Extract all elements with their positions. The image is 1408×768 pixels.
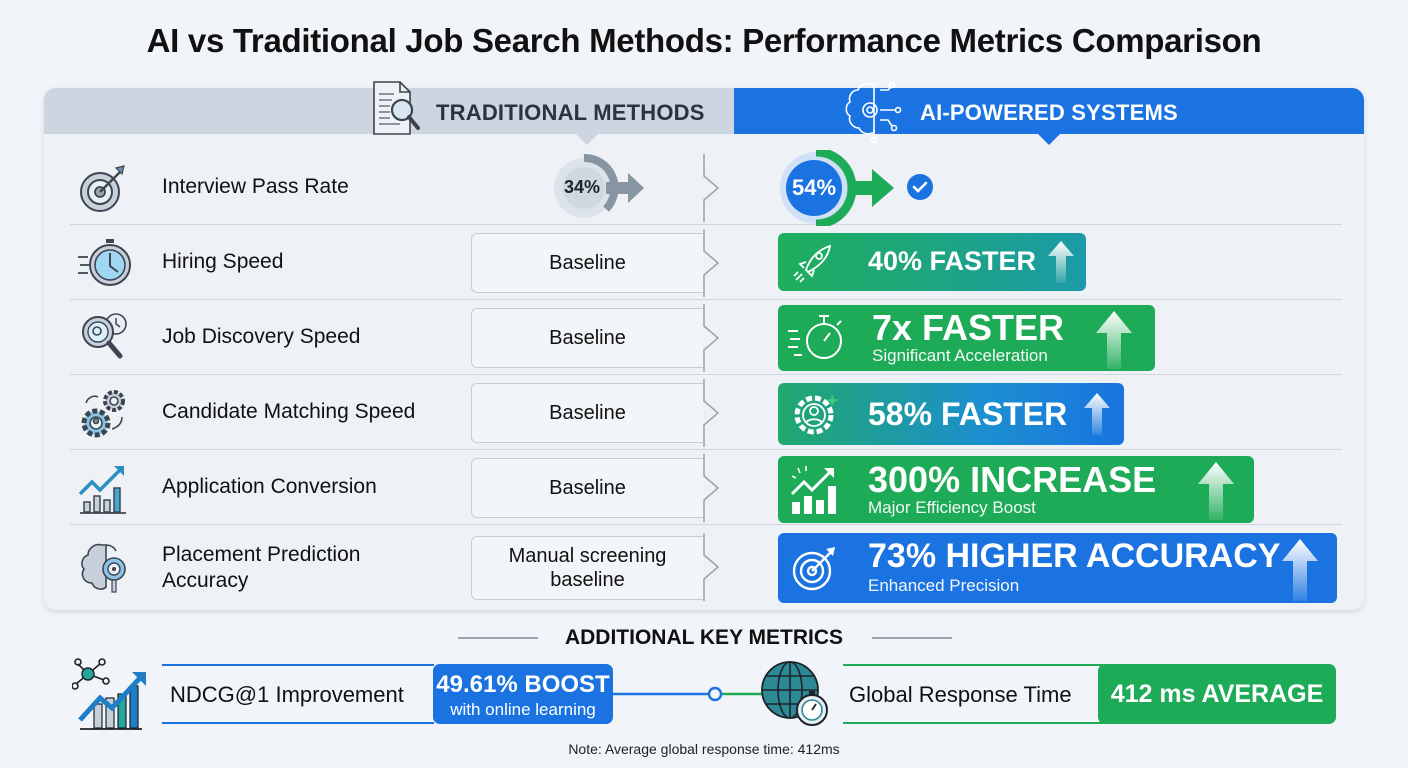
row-label: Candidate Matching Speed bbox=[162, 400, 416, 423]
chevron-divider bbox=[703, 229, 720, 297]
chevron-divider bbox=[703, 379, 720, 447]
ai-result-pill: 73% HIGHER ACCURACY Enhanced Precision bbox=[778, 533, 1337, 603]
rocket-icon bbox=[793, 244, 832, 283]
gears-user-icon bbox=[81, 390, 125, 438]
ai-header: AI-POWERED SYSTEMS bbox=[734, 81, 1364, 145]
ai-result-value: 300% INCREASE bbox=[868, 459, 1157, 500]
ndcg-metric-row: NDCG@1 Improvement bbox=[162, 664, 434, 724]
growth-chart-icon bbox=[78, 466, 126, 514]
gear-user-icon bbox=[794, 394, 839, 435]
stopwatch-icon bbox=[78, 239, 131, 286]
ndcg-sub: with online learning bbox=[450, 700, 596, 719]
row-label: Interview Pass Rate bbox=[162, 175, 349, 198]
traditional-gauge bbox=[554, 154, 644, 218]
traditional-baseline-box: Baseline bbox=[471, 308, 703, 368]
traditional-header-label: TRADITIONAL METHODS bbox=[436, 100, 705, 125]
stopwatch-icon bbox=[788, 315, 842, 359]
ai-result-value: 40% FASTER bbox=[868, 246, 1037, 276]
ai-result-subtitle: Significant Acceleration bbox=[872, 346, 1048, 365]
row-interview-pass-rate: Interview Pass Rate 34% 54% bbox=[70, 150, 1342, 226]
row-label: Job Discovery Speed bbox=[162, 325, 361, 348]
chevron-divider bbox=[703, 533, 720, 601]
comparison-card: TRADITIONAL METHODS AI-POWERED SYSTEMS I… bbox=[44, 81, 1364, 610]
brain-target-icon bbox=[81, 543, 126, 593]
ai-result-value: 73% HIGHER ACCURACY bbox=[868, 537, 1281, 575]
ai-result-value: 7x FASTER bbox=[872, 307, 1065, 348]
ai-result-pill: 300% INCREASE Major Efficiency Boost bbox=[778, 456, 1254, 523]
row-label: Application Conversion bbox=[162, 475, 377, 498]
traditional-header: TRADITIONAL METHODS bbox=[44, 81, 734, 145]
traditional-value: 34% bbox=[564, 177, 601, 197]
globe-stopwatch-icon bbox=[761, 661, 828, 726]
ai-value: 54% bbox=[792, 175, 837, 200]
page-title: AI vs Traditional Job Search Methods: Pe… bbox=[146, 22, 1262, 59]
row-label: Hiring Speed bbox=[162, 250, 284, 273]
document-search-icon bbox=[373, 81, 420, 135]
traditional-baseline-box: Manual screening baseline bbox=[471, 536, 703, 600]
row-label-line2: Accuracy bbox=[162, 569, 249, 592]
traditional-baseline-box: Baseline bbox=[471, 458, 703, 518]
traditional-line2: baseline bbox=[550, 569, 625, 591]
ai-result-subtitle: Enhanced Precision bbox=[868, 576, 1020, 595]
up-arrow-icon bbox=[1198, 462, 1234, 520]
ai-pointer bbox=[1038, 134, 1060, 145]
row-job-discovery-speed: Job Discovery Speed Baseline 7x FASTER S… bbox=[70, 300, 1342, 375]
network-growth-icon bbox=[72, 658, 146, 730]
row-application-conversion: Application Conversion Baseline 300% INC… bbox=[70, 450, 1342, 525]
traditional-baseline-box: Baseline bbox=[471, 383, 703, 443]
additional-metrics-title: ADDITIONAL KEY METRICS bbox=[564, 626, 844, 649]
traditional-pointer bbox=[576, 134, 598, 145]
ndcg-value-pill: 49.61% BOOST with online learning bbox=[433, 664, 613, 724]
row-placement-prediction-accuracy: Placement Prediction Accuracy Manual scr… bbox=[70, 525, 1342, 607]
ai-header-label: AI-POWERED SYSTEMS bbox=[920, 100, 1178, 125]
chevron-divider bbox=[703, 304, 720, 372]
traditional-baseline-box: Baseline bbox=[471, 233, 703, 293]
ai-brain-circuit-icon bbox=[845, 81, 902, 144]
row-label-line1: Placement Prediction bbox=[162, 543, 361, 566]
ai-gauge bbox=[780, 150, 933, 226]
growth-chart-icon bbox=[790, 466, 836, 514]
response-time-metric-row: Global Response Time bbox=[843, 664, 1103, 724]
response-time-value: 412 ms AVERAGE bbox=[1110, 679, 1324, 708]
response-time-value-pill: 412 ms AVERAGE bbox=[1098, 664, 1336, 724]
chevron-divider bbox=[703, 154, 720, 222]
connector-icon bbox=[613, 686, 763, 702]
ai-result-value: 58% FASTER bbox=[868, 396, 1068, 432]
target-icon bbox=[80, 165, 125, 212]
row-candidate-matching-speed: Candidate Matching Speed Baseline 58% FA… bbox=[70, 375, 1342, 450]
ai-result-pill: 58% FASTER bbox=[778, 383, 1124, 445]
ai-result-pill: 40% FASTER bbox=[778, 233, 1086, 291]
target-icon bbox=[792, 547, 835, 591]
footnote: Note: Average global response time: 412m… bbox=[568, 741, 840, 757]
section-divider-left bbox=[458, 637, 538, 639]
up-arrow-icon bbox=[1282, 539, 1318, 601]
ndcg-metric-label: NDCG@1 Improvement bbox=[170, 682, 404, 707]
ai-result-pill: 7x FASTER Significant Acceleration bbox=[778, 305, 1155, 371]
chevron-divider bbox=[703, 454, 720, 522]
magnifier-clock-icon bbox=[82, 313, 127, 359]
row-hiring-speed: Hiring Speed Baseline 40% FASTER bbox=[70, 225, 1342, 300]
up-arrow-icon bbox=[1096, 311, 1132, 369]
traditional-line1: Manual screening bbox=[508, 545, 667, 567]
up-arrow-icon bbox=[1048, 241, 1074, 283]
section-divider-right bbox=[872, 637, 952, 639]
ai-result-subtitle: Major Efficiency Boost bbox=[868, 498, 1036, 517]
ndcg-value: 49.61% BOOST bbox=[436, 671, 610, 698]
response-time-label: Global Response Time bbox=[849, 682, 1072, 707]
up-arrow-icon bbox=[1084, 393, 1110, 435]
